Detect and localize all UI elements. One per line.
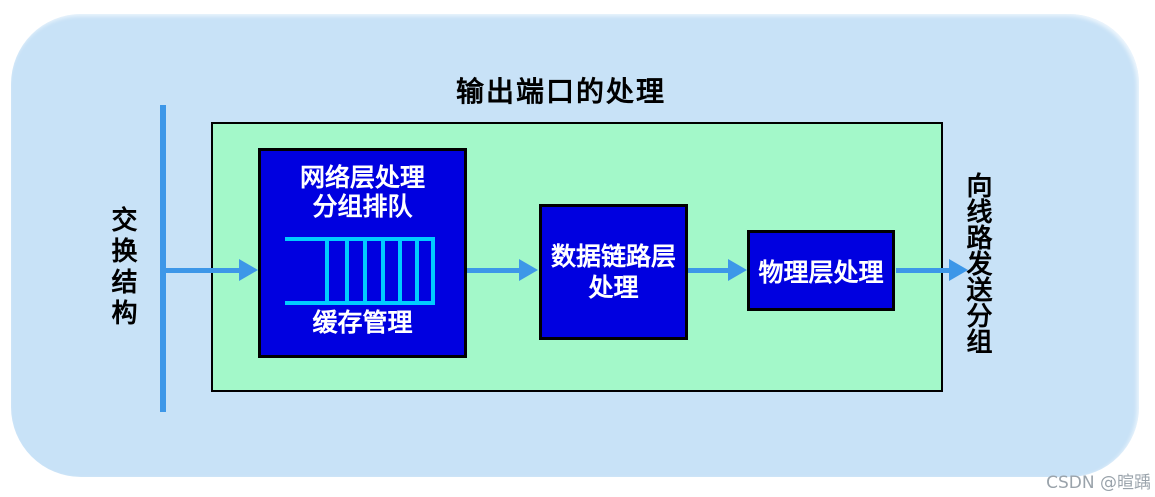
arrow-shaft (685, 267, 728, 273)
arrow-head-icon (239, 259, 258, 281)
buffer-management-label: 缓存管理 (312, 308, 413, 337)
arrow-shaft (467, 267, 519, 273)
arrow-network-to-datalink (467, 259, 538, 281)
network-layer-line1: 网络层处理 (299, 163, 425, 192)
arrow-head-icon (519, 259, 538, 281)
arrow-to-line (896, 259, 968, 281)
datalink-layer-line2: 处理 (588, 273, 639, 302)
datalink-layer-line1: 数据链路层 (550, 241, 676, 271)
diagram-title: 输出端口的处理 (455, 75, 666, 108)
arrow-shaft (163, 267, 239, 273)
arrow-datalink-to-physical (685, 259, 747, 281)
to-line-label: 向线路发送分组 (962, 172, 992, 354)
arrow-head-icon (949, 259, 968, 281)
arrow-fabric-to-network (163, 259, 258, 281)
watermark: CSDN @暄踽 (1046, 473, 1151, 493)
datalink-layer-box: 数据链路层 处理 (539, 204, 688, 340)
arrow-shaft (896, 267, 949, 273)
switch-fabric-line (160, 105, 166, 412)
packet-queue-graphic (285, 237, 435, 305)
arrow-head-icon (728, 259, 747, 281)
network-layer-box: 网络层处理 分组排队 缓存管理 (258, 148, 467, 358)
switch-fabric-label: 交换结构 (107, 206, 137, 330)
physical-layer-label: 物理层处理 (758, 257, 884, 287)
physical-layer-box: 物理层处理 (747, 230, 895, 311)
network-layer-label: 网络层处理 分组排队 (261, 163, 464, 221)
network-layer-line2: 分组排队 (312, 192, 413, 221)
